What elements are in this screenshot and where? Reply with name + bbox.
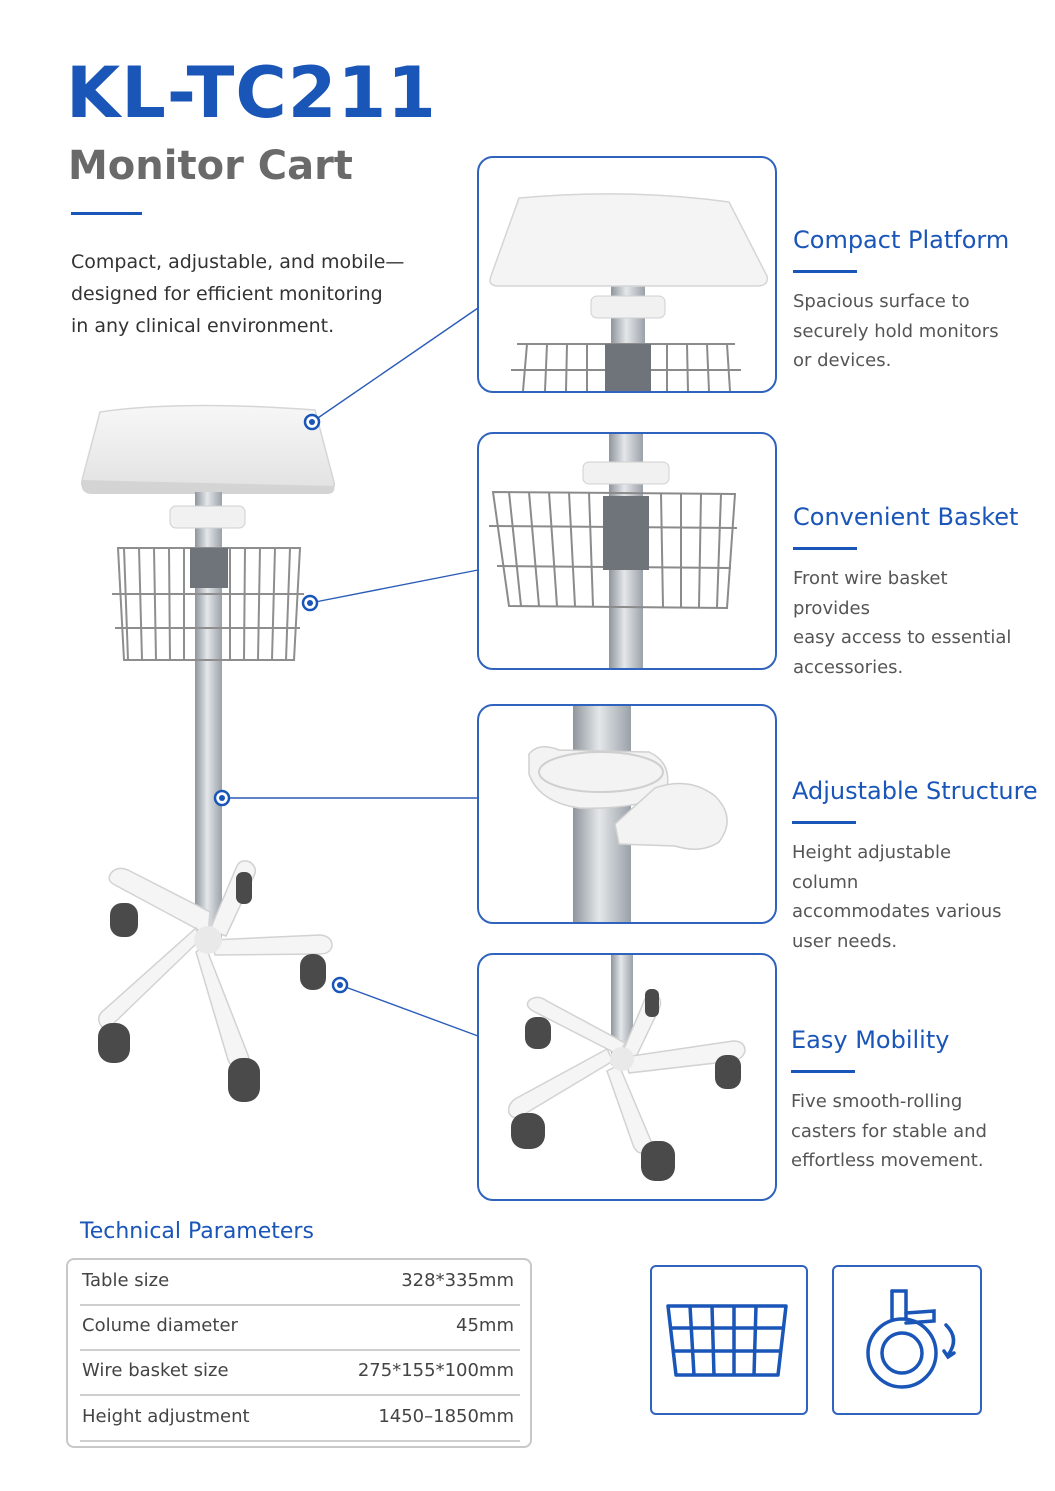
parameter-row: Colume diameter 45mm — [80, 1305, 520, 1351]
feature-desc-line: securely hold monitors — [793, 320, 999, 342]
feature-title: Easy Mobility — [791, 1026, 950, 1054]
parameter-value: 1450–1850mm — [378, 1406, 514, 1427]
feature-desc-line: casters for stable and — [791, 1120, 987, 1142]
parameter-row: Table size 328*335mm — [80, 1260, 520, 1306]
feature-desc-line: Front wire basket provides — [793, 568, 948, 619]
feature-underline — [793, 270, 857, 273]
base-closeup-image — [507, 955, 746, 1181]
parameters-title: Technical Parameters — [80, 1219, 314, 1244]
mobility-photo-frame — [477, 953, 777, 1201]
title-underline — [71, 212, 142, 215]
feature-compact-platform: Compact Platform Spacious surface to sec… — [793, 226, 1021, 376]
feature-underline — [792, 821, 856, 824]
basket-photo-frame — [477, 432, 777, 670]
feature-desc-line: or devices. — [793, 350, 892, 371]
feature-easy-mobility: Easy Mobility Five smooth-rolling caster… — [791, 1026, 1019, 1176]
intro-line: designed for efficient monitoring — [71, 283, 383, 305]
feature-desc-line: accommodates various — [792, 901, 1002, 922]
parameter-value: 328*335mm — [401, 1270, 514, 1291]
parameter-label: Table size — [82, 1270, 170, 1291]
feature-underline — [793, 547, 857, 550]
feature-description: Five smooth-rolling casters for stable a… — [791, 1087, 1019, 1176]
feature-desc-line: effortless movement. — [791, 1150, 984, 1171]
structure-photo-frame — [477, 704, 777, 924]
feature-desc-line: Spacious surface to — [793, 291, 970, 312]
clamp-closeup-image — [528, 706, 728, 922]
feature-desc-line: Height adjustable column — [792, 842, 952, 893]
basket-icon — [666, 1304, 788, 1377]
intro-line: in any clinical environment. — [71, 315, 335, 337]
intro-text: Compact, adjustable, and mobile— designe… — [71, 246, 411, 342]
product-subtitle: Monitor Cart — [68, 143, 353, 189]
parameter-value: 275*155*100mm — [357, 1360, 514, 1381]
feature-description: Spacious surface to securely hold monito… — [793, 287, 1021, 376]
feature-title: Compact Platform — [793, 226, 1010, 254]
callout-lines — [222, 307, 479, 1037]
feature-desc-line: accessories. — [793, 656, 904, 678]
feature-description: Height adjustable column accommodates va… — [792, 838, 1020, 956]
feature-desc-line: easy access to essential — [793, 627, 1012, 648]
parameter-label: Height adjustment — [82, 1406, 250, 1427]
feature-description: Front wire basket provides easy access t… — [793, 564, 1021, 682]
platform-closeup-image — [489, 193, 769, 391]
intro-line: Compact, adjustable, and mobile— — [71, 251, 405, 273]
platform-photo-frame — [477, 156, 777, 393]
feature-desc-line: user needs. — [792, 930, 898, 952]
parameter-value: 45mm — [456, 1315, 514, 1336]
cart-illustration — [80, 307, 479, 1102]
parameter-row: Wire basket size 275*155*100mm — [80, 1350, 520, 1396]
feature-title: Adjustable Structure — [792, 777, 1038, 805]
feature-underline — [791, 1070, 855, 1073]
basket-closeup-image — [488, 434, 738, 668]
feature-convenient-basket: Convenient Basket Front wire basket prov… — [793, 503, 1021, 682]
feature-title: Convenient Basket — [793, 503, 1019, 531]
parameters-table: Table size 328*335mm Colume diameter 45m… — [66, 1258, 532, 1448]
basket-icon-box — [650, 1265, 808, 1415]
feature-desc-line: Five smooth-rolling — [791, 1091, 963, 1112]
product-model-title: KL-TC211 — [66, 52, 437, 134]
parameter-label: Wire basket size — [82, 1360, 229, 1381]
caster-icon-box — [832, 1265, 982, 1415]
caster-wheel-icon — [866, 1289, 956, 1389]
feature-adjustable-structure: Adjustable Structure Height adjustable c… — [792, 777, 1038, 956]
parameter-row: Height adjustment 1450–1850mm — [80, 1396, 520, 1442]
parameter-label: Colume diameter — [82, 1315, 238, 1336]
